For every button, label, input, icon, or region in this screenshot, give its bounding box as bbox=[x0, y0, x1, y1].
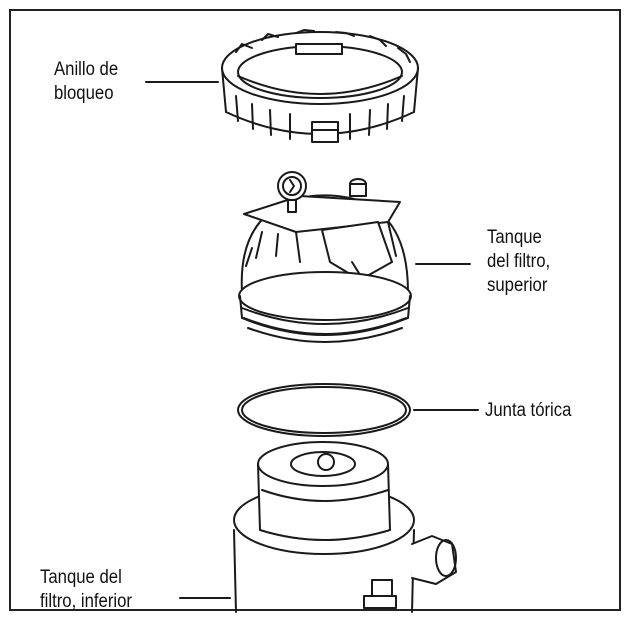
label-o-ring-line-1: Junta tórica bbox=[485, 400, 572, 421]
label-locking-ring-line-1: Anillo de bbox=[54, 59, 119, 80]
label-lower-tank: Tanque del filtro, inferior bbox=[40, 566, 132, 614]
label-upper-tank-line-1: Tanque bbox=[487, 227, 542, 248]
label-o-ring: Junta tórica bbox=[485, 399, 571, 423]
label-upper-tank-line-2: del filtro, bbox=[487, 251, 551, 272]
label-locking-ring: Anillo de bloqueo bbox=[54, 58, 118, 106]
label-lower-tank-line-2: filtro, inferior bbox=[40, 591, 132, 612]
label-upper-tank: Tanque del filtro, superior bbox=[487, 226, 550, 298]
o-ring bbox=[237, 383, 411, 437]
locking-ring bbox=[221, 29, 419, 143]
label-upper-tank-line-3: superior bbox=[487, 275, 548, 296]
label-locking-ring-line-2: bloqueo bbox=[54, 83, 114, 104]
upper-tank bbox=[238, 171, 412, 343]
lower-tank bbox=[233, 441, 457, 613]
label-lower-tank-line-1: Tanque del bbox=[40, 567, 122, 588]
